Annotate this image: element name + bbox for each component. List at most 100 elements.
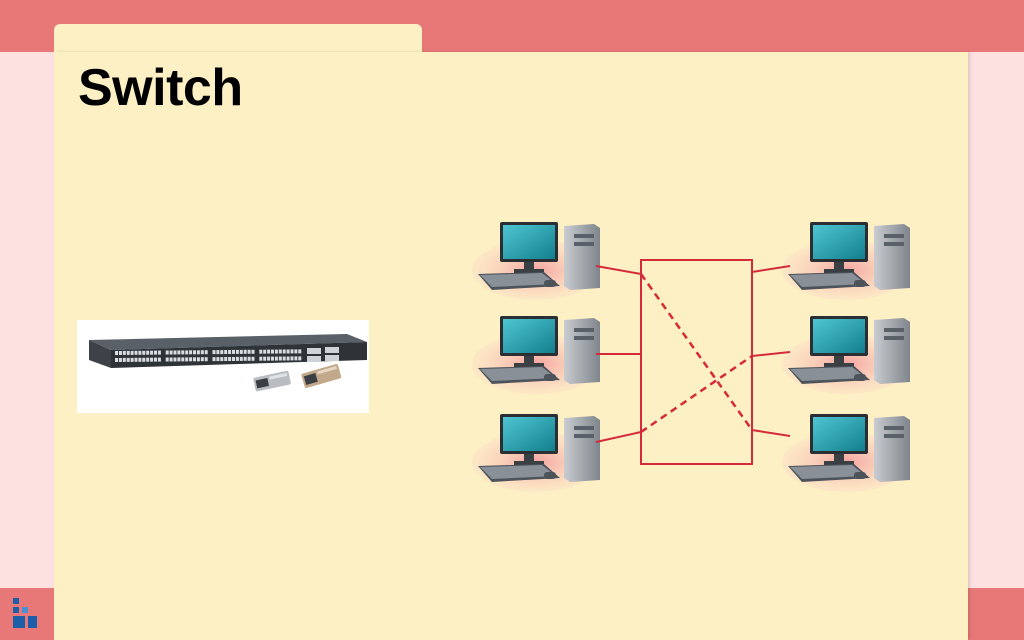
- switch-port: [181, 357, 185, 362]
- switch-port: [294, 349, 298, 354]
- switch-port: [239, 356, 243, 361]
- computer-icon: [782, 222, 910, 300]
- switch-port: [282, 349, 286, 354]
- switch-photo: [77, 320, 369, 413]
- switch-port: [298, 349, 302, 354]
- link-line: [595, 431, 642, 443]
- link-line: [751, 429, 791, 437]
- switch-port: [177, 357, 181, 362]
- switch-port: [157, 357, 161, 362]
- switch-port: [220, 357, 224, 362]
- switch-ports: [115, 349, 302, 362]
- switched-path: [640, 354, 753, 434]
- switch-port: [177, 350, 181, 355]
- switch-port: [193, 357, 196, 362]
- switch-port: [274, 356, 278, 361]
- link-line: [751, 265, 791, 273]
- switch-port: [259, 356, 263, 361]
- switch-port: [294, 356, 298, 361]
- switch-port: [228, 350, 232, 354]
- switch-port: [193, 350, 196, 355]
- switch-port: [138, 350, 142, 355]
- switch-port: [157, 350, 161, 355]
- switch-port: [228, 357, 232, 361]
- switch-port: [274, 349, 278, 354]
- switch-port: [169, 357, 173, 362]
- switch-port: [235, 356, 239, 361]
- switch-port: [196, 357, 200, 362]
- switch-port: [298, 356, 302, 361]
- switch-port: [154, 357, 157, 362]
- switch-port: [134, 350, 138, 355]
- switch-port: [212, 357, 216, 362]
- switch-port: [165, 350, 169, 355]
- switch-port: [169, 350, 173, 355]
- switch-port: [247, 349, 251, 354]
- switch-port: [224, 350, 228, 354]
- switch-port: [165, 357, 169, 362]
- switch-port: [118, 358, 122, 362]
- switch-port: [271, 349, 274, 354]
- computer-icon: [472, 222, 600, 300]
- switch-port: [243, 349, 247, 354]
- switch-port: [278, 349, 282, 354]
- switch-port: [118, 351, 122, 355]
- switch-port: [189, 350, 193, 355]
- switch-port: [115, 358, 118, 362]
- switch-port: [138, 357, 142, 362]
- switch-port: [142, 350, 146, 355]
- switch-port: [196, 350, 200, 355]
- switch-port: [263, 349, 267, 354]
- switch-port: [286, 356, 290, 361]
- switch-port: [204, 350, 208, 355]
- switch-port: [259, 349, 263, 354]
- switch-port: [235, 349, 239, 354]
- switch-port: [130, 350, 134, 355]
- switch-port: [122, 350, 126, 355]
- switch-port: [220, 350, 224, 355]
- switch-port: [181, 350, 185, 355]
- switch-port: [134, 357, 138, 362]
- switch-port: [282, 356, 286, 361]
- switch-port: [146, 357, 150, 362]
- computer-icon: [472, 316, 600, 394]
- switch-port: [247, 356, 251, 361]
- switch-port: [243, 356, 247, 361]
- switch-port: [232, 349, 235, 354]
- switch-port: [150, 350, 154, 355]
- switch-port: [200, 357, 204, 362]
- switch-port: [122, 357, 126, 362]
- switch-port: [263, 356, 267, 361]
- switch-box: [640, 259, 753, 465]
- logo-icon: [13, 598, 37, 628]
- switch-port: [232, 357, 235, 361]
- switch-port: [216, 357, 220, 362]
- switch-port: [154, 350, 157, 355]
- switch-port: [267, 349, 271, 354]
- computer-icon: [472, 414, 600, 492]
- switch-port: [130, 357, 134, 362]
- switch-port: [267, 356, 271, 361]
- network-diagram: [472, 222, 910, 492]
- computer-icon: [782, 316, 910, 394]
- switch-port: [173, 350, 177, 355]
- switch-port: [189, 357, 193, 362]
- switch-port: [239, 349, 243, 354]
- switch-port: [271, 356, 274, 361]
- switch-port: [150, 357, 154, 362]
- switch-port: [146, 350, 150, 355]
- switch-port: [126, 357, 130, 362]
- switch-port: [185, 357, 189, 362]
- switch-port: [216, 350, 220, 355]
- switch-port: [142, 357, 146, 362]
- slide-title: Switch: [78, 59, 243, 117]
- switch-port: [278, 356, 282, 361]
- switch-port: [212, 350, 216, 355]
- switch-port: [173, 357, 177, 362]
- link-line: [751, 351, 791, 357]
- switch-port: [185, 350, 189, 355]
- switch-port: [200, 350, 204, 355]
- switched-path: [639, 273, 754, 431]
- switch-port: [251, 356, 255, 361]
- switch-port: [224, 357, 228, 361]
